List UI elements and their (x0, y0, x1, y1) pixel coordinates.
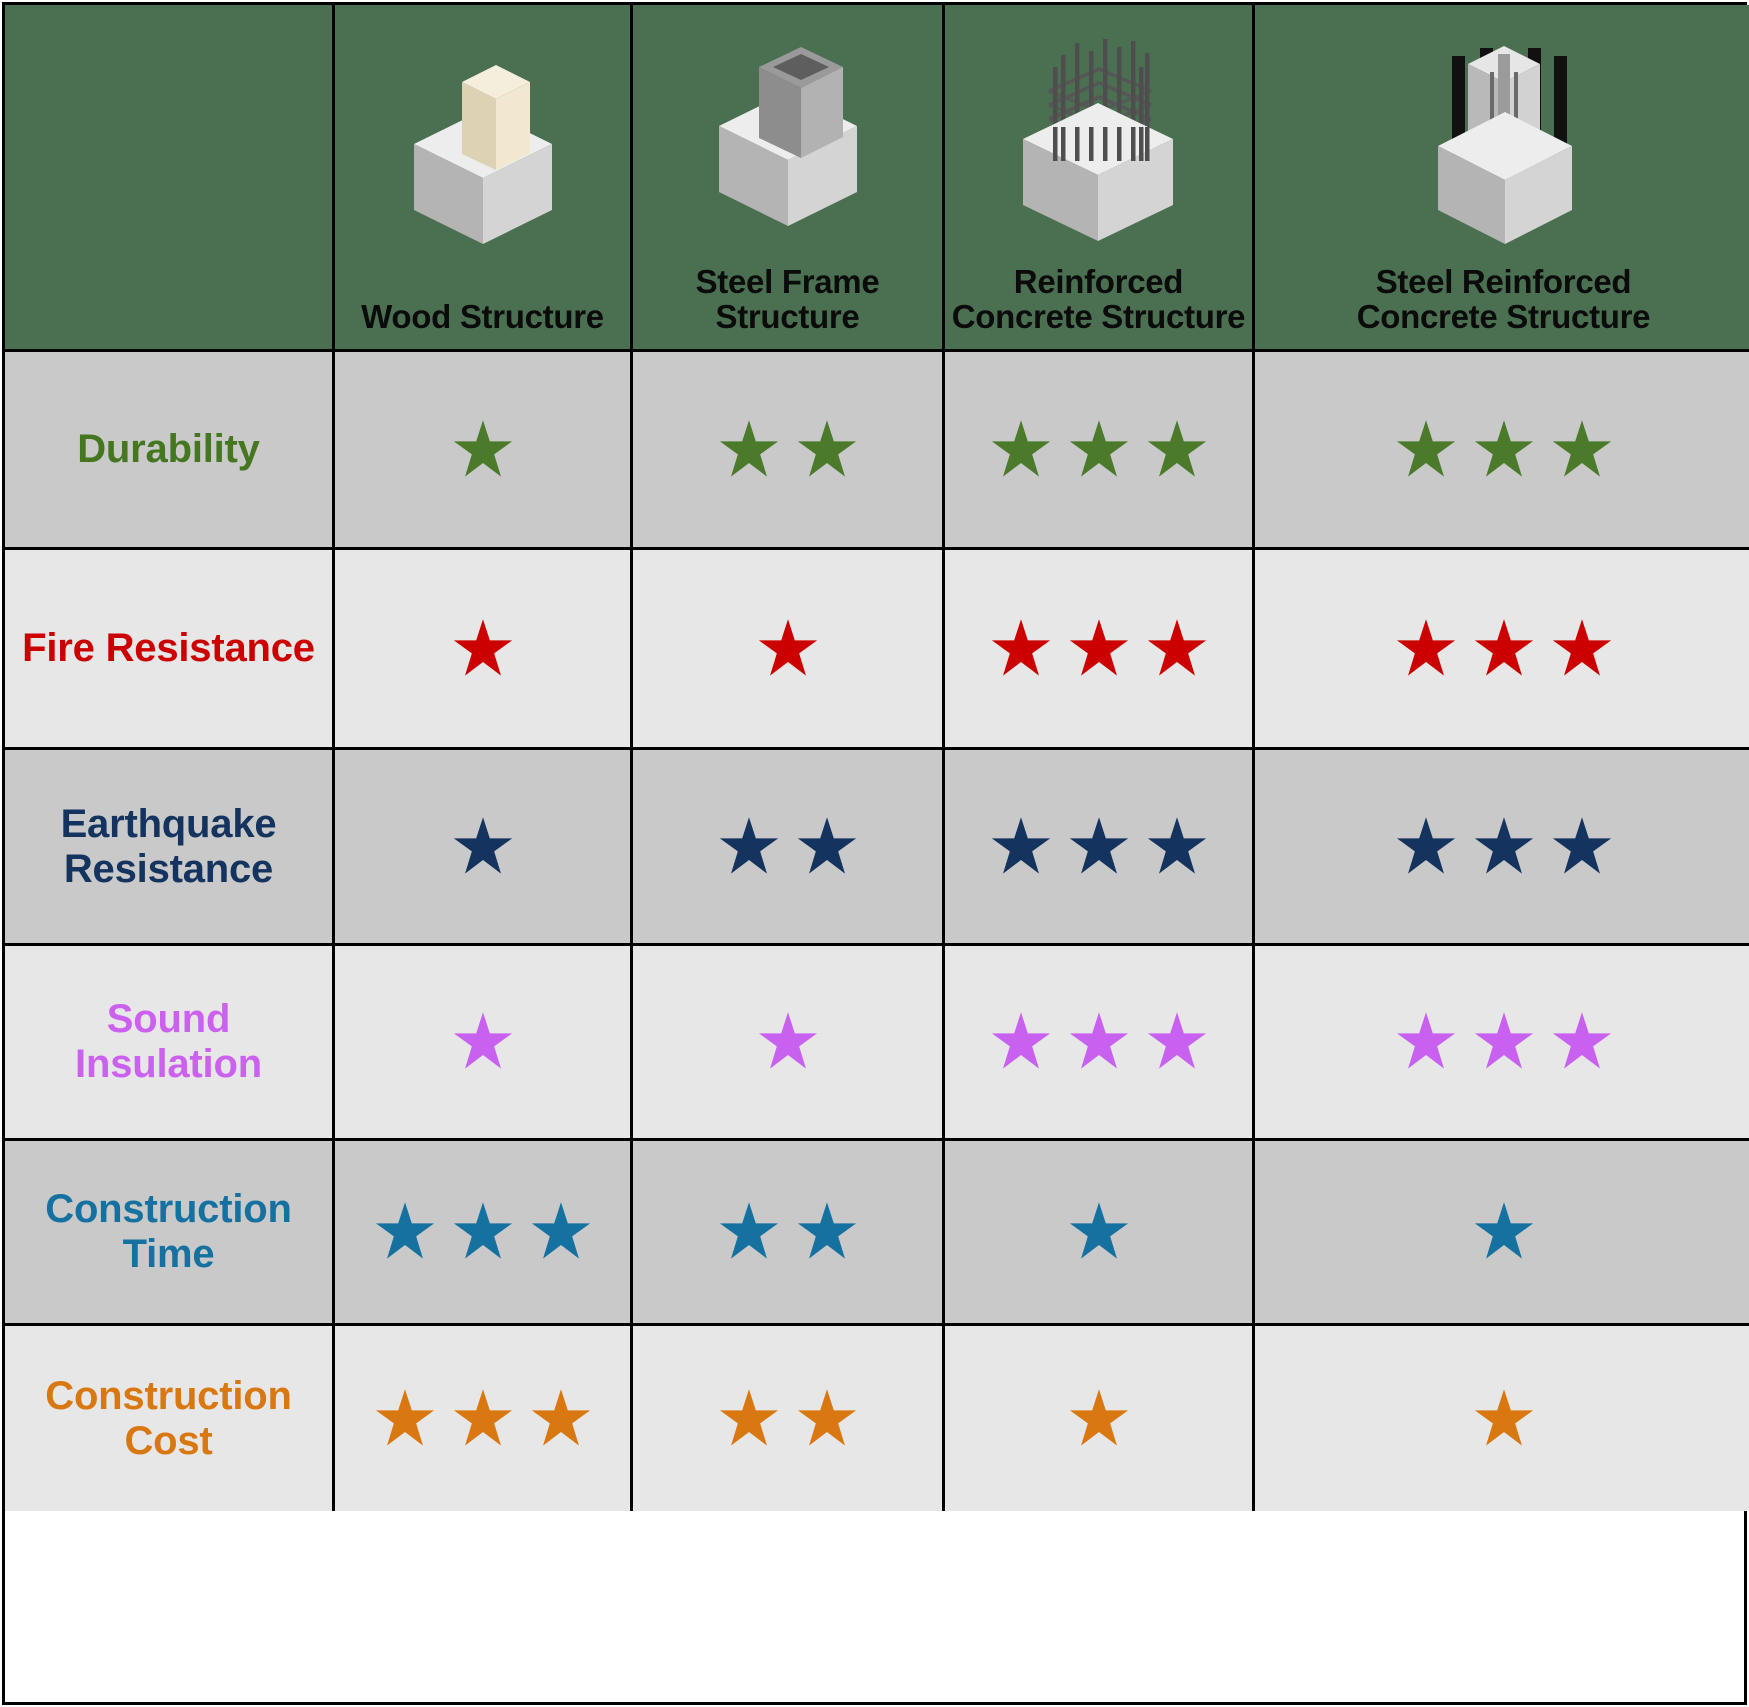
star-rating (1473, 1201, 1535, 1263)
star-rating (1395, 618, 1613, 680)
criterion-label: Fire Resistance (22, 626, 315, 671)
criterion-label: Sound Insulation (75, 997, 262, 1086)
rating-cell-r0-c3 (1255, 352, 1749, 550)
star-rating (990, 816, 1208, 878)
criterion-label-cell-5: Construction Cost (5, 1326, 335, 1511)
column-header-2: Reinforced Concrete Structure (945, 5, 1255, 352)
rating-cell-r1-c0 (335, 550, 633, 750)
star-rating (1395, 419, 1613, 481)
rating-cell-r2-c3 (1255, 750, 1749, 946)
column-header-0: Wood Structure (335, 5, 633, 352)
star-rating (452, 419, 514, 481)
rating-cell-r2-c0 (335, 750, 633, 946)
rating-cell-r3-c3 (1255, 946, 1749, 1141)
rating-cell-r1-c2 (945, 550, 1255, 750)
rating-cell-r4-c0 (335, 1141, 633, 1326)
star-rating (1068, 1201, 1130, 1263)
rating-cell-r3-c0 (335, 946, 633, 1141)
table-corner-cell (5, 5, 335, 352)
criterion-label: Construction Time (45, 1187, 292, 1276)
star-rating (374, 1201, 592, 1263)
star-rating (718, 419, 858, 481)
rating-cell-r1-c1 (633, 550, 945, 750)
column-header-1: Steel Frame Structure (633, 5, 945, 352)
criterion-label-cell-1: Fire Resistance (5, 550, 335, 750)
column-header-3: Steel Reinforced Concrete Structure (1255, 5, 1749, 352)
star-rating (1395, 816, 1613, 878)
rating-cell-r5-c2 (945, 1326, 1255, 1511)
star-rating (1395, 1011, 1613, 1073)
criterion-label: Durability (77, 427, 260, 472)
rating-cell-r0-c1 (633, 352, 945, 550)
star-rating (718, 816, 858, 878)
rating-cell-r4-c3 (1255, 1141, 1749, 1326)
column-header-label: Wood Structure (361, 298, 604, 336)
star-rating (1473, 1388, 1535, 1450)
rating-cell-r3-c1 (633, 946, 945, 1141)
star-rating (990, 618, 1208, 680)
criterion-label: Construction Cost (45, 1373, 292, 1463)
rating-cell-r4-c2 (945, 1141, 1255, 1326)
star-rating (990, 1011, 1208, 1073)
rating-cell-r0-c2 (945, 352, 1255, 550)
rating-cell-r1-c3 (1255, 550, 1749, 750)
star-rating (452, 618, 514, 680)
star-rating (452, 1011, 514, 1073)
star-rating (718, 1388, 858, 1450)
steel-frame-column-footing-icon (633, 5, 942, 264)
rating-cell-r0-c0 (335, 352, 633, 550)
criterion-label-cell-0: Durability (5, 352, 335, 550)
column-header-label: Steel Reinforced Concrete Structure (1356, 262, 1651, 336)
star-rating (990, 419, 1208, 481)
star-rating (1068, 1388, 1130, 1450)
reinforced-concrete-rebar-footing-icon (945, 5, 1252, 264)
rating-cell-r3-c2 (945, 946, 1255, 1141)
rating-cell-r4-c1 (633, 1141, 945, 1326)
star-rating (757, 618, 819, 680)
rating-cell-r2-c1 (633, 750, 945, 946)
star-rating (374, 1388, 592, 1450)
rating-cell-r5-c0 (335, 1326, 633, 1511)
column-header-label: Steel Frame Structure (695, 262, 880, 336)
column-header-label: Reinforced Concrete Structure (951, 262, 1246, 336)
rating-cell-r2-c2 (945, 750, 1255, 946)
steel-reinforced-concrete-footing-icon (1255, 5, 1749, 264)
star-rating (757, 1011, 819, 1073)
star-rating (718, 1201, 858, 1263)
wood-column-footing-icon (335, 5, 630, 299)
criterion-label-cell-3: Sound Insulation (5, 946, 335, 1141)
star-rating (452, 816, 514, 878)
rating-cell-r5-c3 (1255, 1326, 1749, 1511)
criterion-label-cell-2: Earthquake Resistance (5, 750, 335, 946)
criterion-label: Earthquake Resistance (60, 801, 277, 891)
rating-cell-r5-c1 (633, 1326, 945, 1511)
criterion-label-cell-4: Construction Time (5, 1141, 335, 1326)
